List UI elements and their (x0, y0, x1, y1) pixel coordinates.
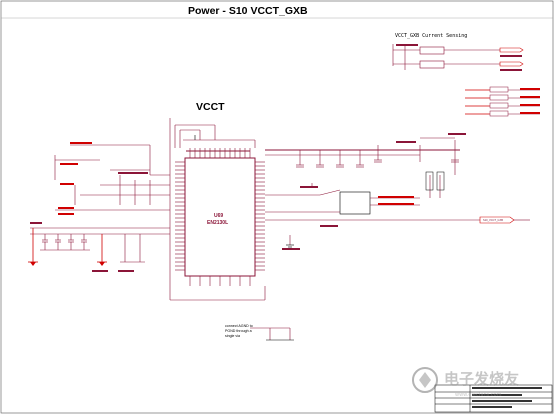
chip-part: EN2130L (207, 220, 228, 226)
sense-title: VCCT_GXB Current Sensing (395, 33, 467, 39)
ground-symbols (30, 135, 316, 266)
chip-u69: U69 EN2130L (175, 148, 265, 286)
current-sensing-section: VCCT_GXB Current Sensing (392, 33, 524, 70)
right-net-labels (465, 86, 540, 117)
watermark-text: 电子发烧友 (444, 370, 519, 388)
wiring: S10_VCCT_GXB (28, 118, 530, 341)
note-line-1: connect AGND to (225, 324, 253, 328)
component-labels (30, 44, 540, 272)
note-line-2: PGND through a (225, 329, 252, 333)
watermark: 电子发烧友 www.elecfans.com (412, 367, 519, 398)
chip-body (184, 157, 256, 277)
chip-ref: U69 (214, 213, 223, 219)
watermark-url: www.elecfans.com (455, 392, 502, 398)
output-net-label: S10_VCCT_GXB (483, 218, 503, 222)
agnd-note: connect AGND to PGND through a single vi… (225, 324, 253, 338)
output-capacitors (296, 159, 459, 168)
block-title: VCCT (196, 101, 225, 113)
capacitor-bank (40, 234, 90, 251)
title-block (434, 384, 553, 413)
page-title: Power - S10 VCCT_GXB (188, 5, 308, 17)
note-line-3: single via (225, 334, 240, 338)
